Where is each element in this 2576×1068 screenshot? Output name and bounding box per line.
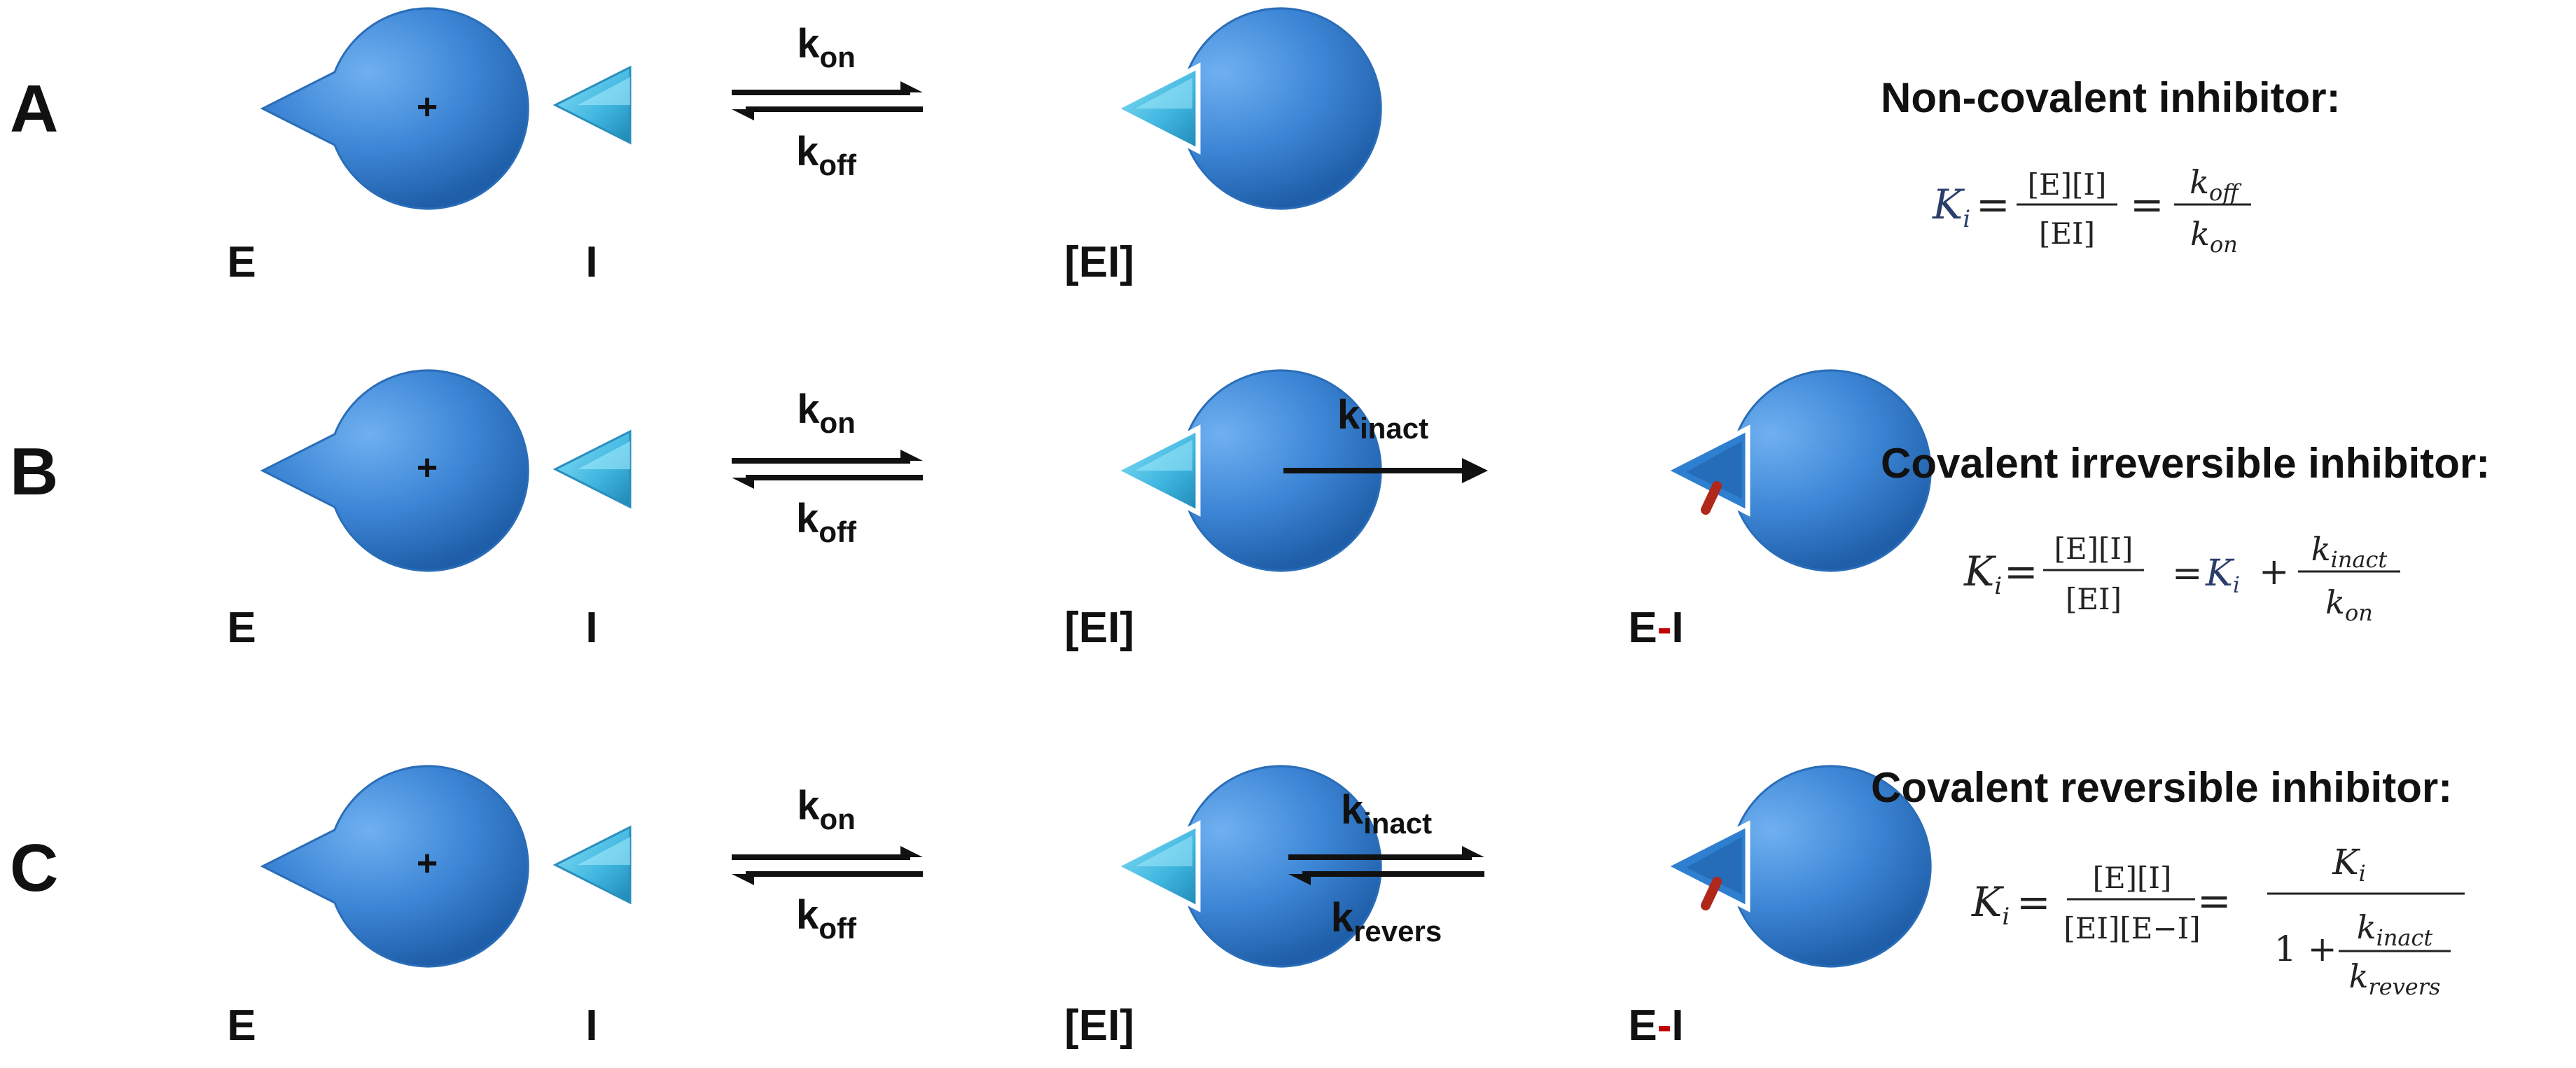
rate-k-revers: krevers (1331, 895, 1442, 948)
ki-symbol: Ki (1971, 878, 2010, 931)
ki-equation: Ki = [E][I] [EI] = koff kon (1932, 163, 2251, 258)
equation-title: Covalent irreversible inhibitor: (1881, 440, 2490, 487)
fraction-denominator: [EI] (2066, 582, 2122, 616)
inner-fraction-numerator: kinact (2357, 908, 2433, 951)
rate-k-on: kon (797, 783, 856, 835)
rate-k-on: kon (797, 387, 856, 439)
rate-k-inact: kinact (1341, 787, 1432, 840)
rate-fraction-numerator: kinact (2311, 530, 2388, 573)
ei-complex-shape (1115, 8, 1381, 209)
rate-k-on: kon (797, 21, 856, 74)
rate-fraction-numerator: Ki (2332, 842, 2366, 887)
label-complex: [EI] (1064, 238, 1134, 286)
svg-text:=: = (2004, 548, 2038, 595)
panel-letter: B (10, 434, 58, 509)
svg-text:=: = (2017, 878, 2051, 926)
svg-text:=: = (2172, 553, 2203, 595)
label-inhibitor: I (585, 238, 597, 286)
irreversible-arrow (1283, 458, 1488, 483)
label-inhibitor: I (585, 1001, 597, 1050)
ki-equation: Ki = [E][I] [EI] = Ki + kinact kon (1963, 530, 2400, 626)
rate-fraction-denominator: kon (2190, 215, 2238, 258)
label-complex: [EI] (1064, 1001, 1134, 1050)
plus-sign: + (417, 843, 438, 884)
ki-symbol: Ki (1932, 181, 1970, 233)
label-adduct: E-I (1628, 1001, 1683, 1050)
label-adduct: E-I (1628, 604, 1683, 652)
plus-sign: + (417, 448, 438, 488)
rate-k-off: koff (796, 496, 857, 548)
svg-text:=: = (1976, 181, 2010, 228)
rate-k-off: koff (796, 129, 857, 181)
label-enzyme: E (227, 1001, 256, 1050)
inner-fraction-denominator: krevers (2349, 957, 2441, 1000)
rate-k-inact: kinact (1337, 392, 1428, 445)
panel-c: C + kon koff kinact krevers E I [EI] E-I… (10, 764, 2465, 1050)
equilibrium-arrows (732, 450, 923, 489)
inhibitor-shape (554, 430, 632, 508)
enzyme-shape (261, 7, 529, 210)
svg-text:=: = (2130, 181, 2164, 228)
inhibitor-shape (554, 826, 632, 904)
equation-title: Non-covalent inhibitor: (1881, 74, 2341, 121)
label-complex: [EI] (1064, 604, 1134, 652)
equation-title: Covalent reversible inhibitor: (1871, 764, 2452, 811)
rate-k-off: koff (796, 892, 857, 945)
panel-letter: A (10, 71, 58, 146)
fraction-numerator: [E][I] (2093, 861, 2172, 895)
rate-fraction-denominator: kon (2325, 583, 2373, 626)
label-enzyme: E (227, 604, 256, 652)
reversible-covalent-arrows (1288, 846, 1484, 885)
ki-equation: Ki = [E][I] [EI][E−I] = Ki 1 + kinact kr… (1971, 842, 2465, 1000)
svg-text:+: + (2259, 551, 2290, 593)
enzyme-shape (261, 369, 529, 572)
fraction-numerator: [E][I] (2054, 532, 2133, 566)
label-enzyme: E (227, 238, 256, 286)
denominator-one-plus: 1 + (2274, 929, 2337, 969)
fraction-denominator: [EI] (2039, 216, 2095, 251)
panel-a: A + kon koff E I [EI] Non-covalent inhib… (10, 8, 2341, 286)
inhibitor-shape (554, 66, 632, 144)
enzyme-shape (261, 765, 529, 968)
label-inhibitor: I (585, 604, 597, 652)
equilibrium-arrows (732, 81, 923, 120)
equilibrium-arrows (732, 846, 923, 885)
fraction-numerator: [E][I] (2028, 167, 2107, 202)
fraction-denominator: [EI][E−I] (2063, 911, 2200, 945)
panel-letter: C (10, 831, 58, 906)
plus-sign: + (417, 87, 438, 127)
svg-text:=: = (2197, 877, 2232, 924)
panel-b: B + kon koff kinact E I [EI] E-I Covalen… (10, 370, 2490, 652)
ki-term: Ki (2205, 553, 2240, 598)
ki-symbol: Ki (1963, 548, 2002, 600)
rate-fraction-numerator: koff (2189, 163, 2242, 206)
